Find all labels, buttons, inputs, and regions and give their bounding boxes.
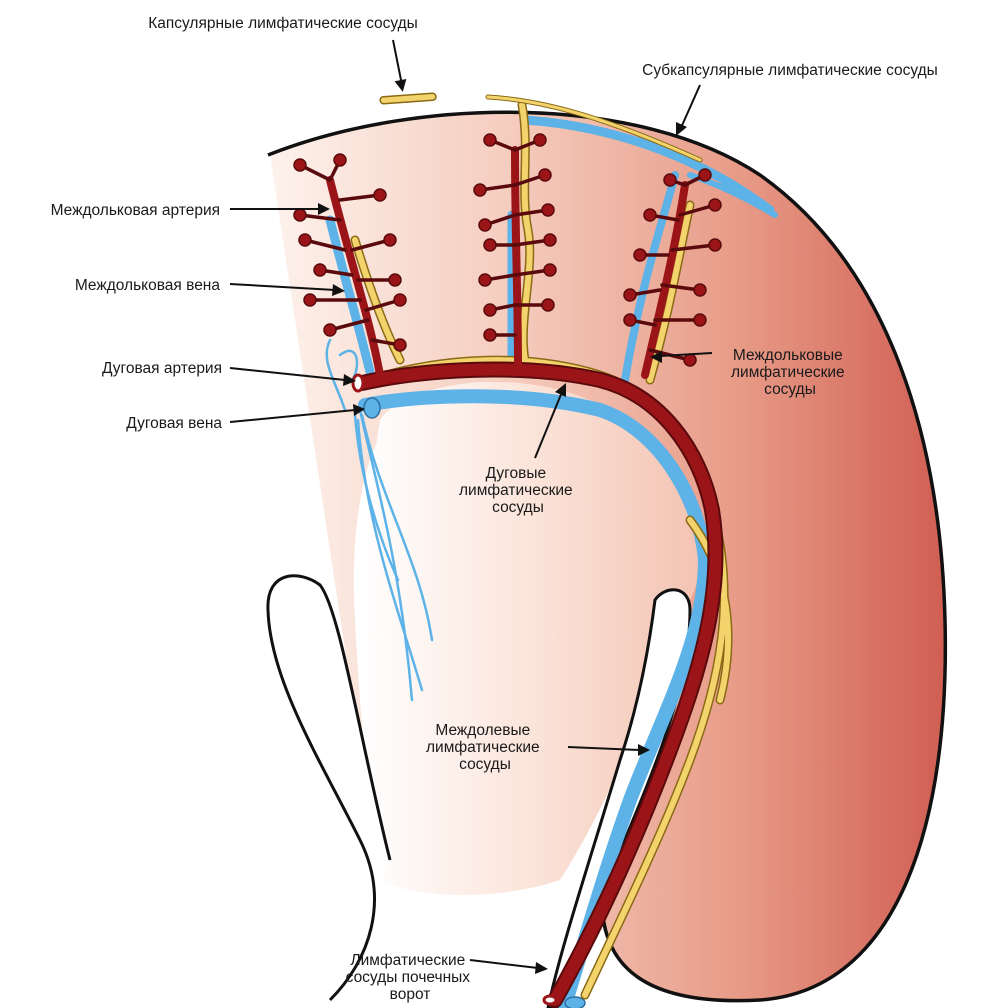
capsular-lymph-vessel [380, 93, 436, 104]
label-arcuate-vein: Дуговая вена [126, 415, 222, 432]
label-interlobular-artery: Междольковая артерия [51, 202, 220, 219]
hilar-vein-cross-section [565, 997, 585, 1008]
arcuate-vein-cross-section [364, 398, 380, 418]
label-capsular-lymph: Капсулярные лимфатические сосуды [148, 15, 418, 32]
hilar-artery-cross-section [544, 996, 556, 1004]
interlobular-artery-middle [515, 150, 518, 365]
label-arcuate-artery: Дуговая артерия [102, 360, 222, 377]
arcuate-artery-cross-section [353, 375, 363, 391]
label-interlobular-vein: Междольковая вена [75, 277, 221, 294]
label-hilar-lymph: Лимфатические сосуды почечных ворот [346, 952, 475, 1003]
label-subcapsular-lymph: Субкапсулярные лимфатические сосуды [642, 62, 938, 79]
